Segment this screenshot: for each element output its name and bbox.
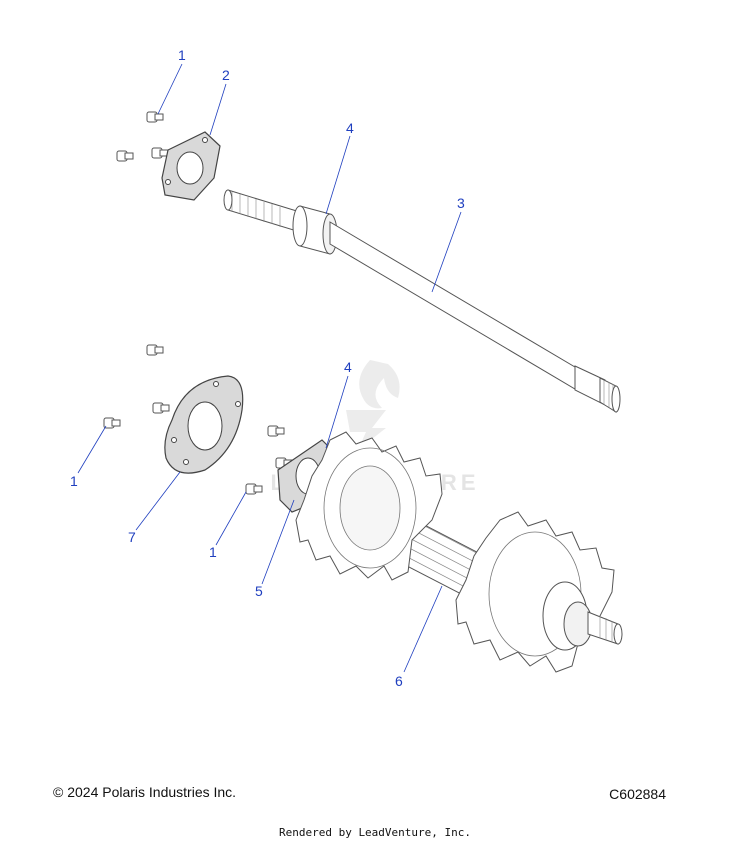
drive-sprocket-assembly xyxy=(295,431,623,673)
bolt-icon xyxy=(152,402,170,414)
callout-7: 7 xyxy=(128,529,136,545)
callout-1-middle: 1 xyxy=(209,544,217,560)
callout-5: 5 xyxy=(255,583,263,599)
drive-shaft xyxy=(223,189,621,413)
callout-2: 2 xyxy=(222,67,230,83)
diagram-code: C602884 xyxy=(609,786,666,802)
callout-4-lower: 4 xyxy=(344,359,352,375)
lower-gasket-plate xyxy=(164,375,244,474)
leader-lines xyxy=(77,63,462,673)
callout-6: 6 xyxy=(395,673,403,689)
callouts: 1 2 4 3 4 1 7 1 5 6 xyxy=(70,47,465,689)
callout-3: 3 xyxy=(457,195,465,211)
upper-gasket-plate xyxy=(161,131,221,201)
bolt-icon xyxy=(146,111,164,123)
bolt-icon xyxy=(116,150,134,162)
callout-1-upper: 1 xyxy=(178,47,186,63)
rendered-by-text: Rendered by LeadVenture, Inc. xyxy=(278,826,472,839)
callout-1-left: 1 xyxy=(70,473,78,489)
bolt-icon xyxy=(267,425,285,437)
callout-4-upper: 4 xyxy=(346,120,354,136)
bolt-icon xyxy=(146,344,164,356)
bolt-icon xyxy=(245,483,263,495)
bolt-icon xyxy=(103,417,121,429)
upper-bolts xyxy=(116,111,169,162)
copyright-text: © 2024 Polaris Industries Inc. xyxy=(53,784,237,800)
bolt-icon xyxy=(151,147,169,159)
